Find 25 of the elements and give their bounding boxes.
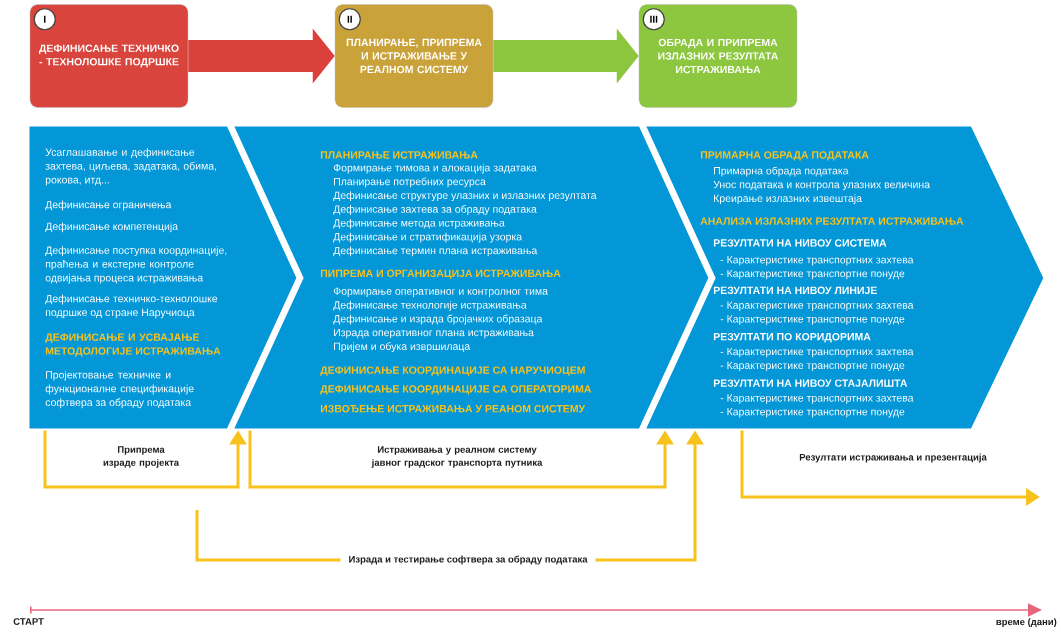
node-label: Унос података и контрола улазних величина <box>713 180 931 191</box>
axis-label: СТАРТ <box>13 618 44 625</box>
node-label: РЕЗУЛТАТИ НА НИВОУ СТАЈАЛИШТА <box>713 379 908 387</box>
node-label: - Карактеристике транспортних захтева <box>720 347 914 358</box>
node-label: - Карактеристике транспортних захтева <box>720 394 914 404</box>
chevron-panel: Усаглашавање и дефинисање захтева, циљева, задатака, обима, рокова, итд... Дефинисање ограничења Дефинисање компетенција Дефинисање поступка координације, праћења и екстерне контроле одвијања процеса истраживања Дефинисање техничко-технолошке подршке од стране Наручиоца ДЕФИНИСАЊЕ И УСВАЈАЊЕ МЕТОДОЛОГИЈЕ ИСТРАЖИВАЊА Пројектовање техничке и функционалне спецификације софтвера за обраду података <box>26 123 300 432</box>
node-label: Примарна обрада података <box>714 166 849 177</box>
node-label: - Карактеристике транспортне понуде <box>720 269 905 280</box>
edge-label: Резултати истраживања и презентација <box>799 453 987 463</box>
node-label: - Карактеристике транспортне понуде <box>720 408 905 418</box>
axis-label: време (дани) <box>996 618 1057 628</box>
node-label: АНАЛИЗА ИЗЛАЗНИХ РЕЗУЛТАТА ИСТРАЖИВАЊА <box>700 217 964 225</box>
node-label: - Карактеристике транспортних захтева <box>720 256 914 266</box>
node-label: РЕЗУЛТАТИ НА НИВОУ ЛИНИЈЕ <box>713 286 877 295</box>
chevron-panel: ПРИМАРНА ОБРАДА ПОДАТАКА Примарна обрада података Унос података и контрола улазних величина Креирање излазних извештаја АНАЛИЗА ИЗЛАЗНИХ РЕЗУЛТАТА ИСТРАЖИВАЊА РЕЗУЛТАТИ НА НИВОУ СИСТЕМА - Карактеристике транспортних захтева - Карактеристике транспортне понуде РЕЗУЛТАТИ НА НИВОУ ЛИНИЈЕ - Карактеристике транспортних захтева - Карактеристике транспортне понуде РЕЗУЛТАТИ ПО КОРИДОРИМА - Карактеристике транспортних захтева - Карактеристике транспортне понуде РЕЗУЛТАТИ НА НИВОУ СТАЈАЛИШТА - Карактеристике транспортних захтева - Карактеристике транспортне понуде <box>641 123 1047 432</box>
edge-label: Истраживања у реалном систему јавног градског транспорта путника <box>371 446 543 468</box>
node-label: РЕЗУЛТАТИ НА НИВОУ СИСТЕМА <box>713 239 887 247</box>
node-label: - Карактеристике транспортних захтева <box>720 301 914 311</box>
node-label: Креирање излазних извештаја <box>714 194 862 205</box>
edge-label: Израда и тестирање софтвера за обраду података <box>340 552 596 568</box>
edge-label: Припрема израде пројекта <box>103 446 180 468</box>
node-label: - Карактеристике транспортне понуде <box>720 315 905 325</box>
node-label: РЕЗУЛТАТИ ПО КОРИДОРИМА <box>713 333 871 343</box>
node-label: - Карактеристике транспортне понуде <box>720 361 905 372</box>
node-label: ПРИМАРНА ОБРАДА ПОДАТАКА <box>700 151 869 161</box>
